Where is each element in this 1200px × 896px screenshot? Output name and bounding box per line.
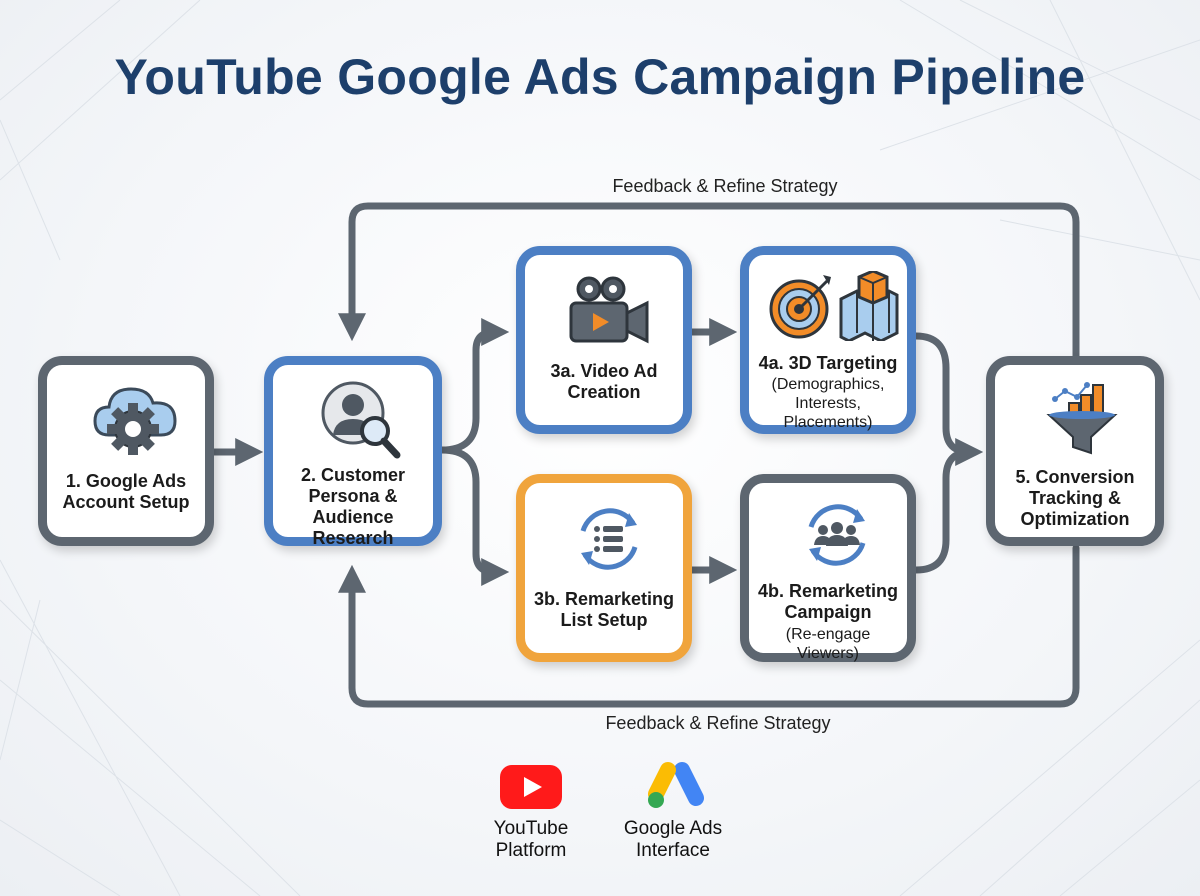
arrow-2-to-3a	[438, 318, 510, 454]
node-remarketing-campaign-sub: (Re-engage Viewers)	[785, 626, 871, 662]
feedback-label-top: Feedback & Refine Strategy	[612, 176, 838, 196]
cloud-gear-icon	[93, 387, 177, 455]
refresh-list-icon	[580, 508, 638, 570]
cycle-users-icon	[808, 504, 866, 566]
node-video-ad-creation-label: 3a. Video Ad Creation	[550, 361, 658, 402]
arrow-4b-to-5	[912, 448, 974, 574]
node-conversion-tracking: 5. Conversion Tracking & Optimization	[986, 356, 1164, 546]
node-3d-targeting-label: 4a. 3D Targeting	[758, 353, 898, 373]
google-ads-interface-label: Google Ads Interface	[623, 818, 723, 861]
funnel-chart-icon	[1046, 382, 1118, 455]
target-map-icon	[769, 271, 899, 341]
persona-search-icon	[321, 381, 401, 459]
arrow-2-to-3b	[438, 446, 510, 586]
node-customer-persona: 2. Customer Persona & Audience Research	[264, 356, 442, 548]
node-remarketing-campaign: 4b. Remarketing Campaign (Re-engage View…	[740, 474, 916, 662]
google-ads-logo-icon	[648, 762, 704, 808]
node-3d-targeting: 4a. 3D Targeting (Demographics, Interest…	[740, 246, 916, 434]
feedback-label-bottom: Feedback & Refine Strategy	[605, 713, 831, 733]
youtube-logo-icon	[500, 765, 562, 809]
node-customer-persona-label: 2. Customer Persona & Audience Research	[300, 465, 406, 548]
node-account-setup: 1. Google Ads Account Setup	[38, 356, 214, 546]
node-remarketing-campaign-label: 4b. Remarketing Campaign	[757, 581, 899, 622]
feedback-loop-top	[338, 202, 1080, 364]
node-3d-targeting-sub: (Demographics, Interests, Placements)	[771, 376, 885, 431]
page-title: YouTube Google Ads Campaign Pipeline	[114, 49, 1086, 105]
node-account-setup-label: 1. Google Ads Account Setup	[62, 471, 190, 512]
feedback-loop-bottom	[338, 544, 1080, 708]
node-video-ad-creation: 3a. Video Ad Creation	[516, 246, 692, 434]
node-conversion-tracking-label: 5. Conversion Tracking & Optimization	[1015, 467, 1135, 529]
video-camera-icon	[569, 276, 649, 344]
youtube-platform-label: YouTube Platform	[493, 818, 569, 861]
node-remarketing-list-label: 3b. Remarketing List Setup	[533, 589, 675, 630]
node-remarketing-list: 3b. Remarketing List Setup	[516, 474, 692, 662]
arrow-4a-to-5	[912, 332, 984, 466]
